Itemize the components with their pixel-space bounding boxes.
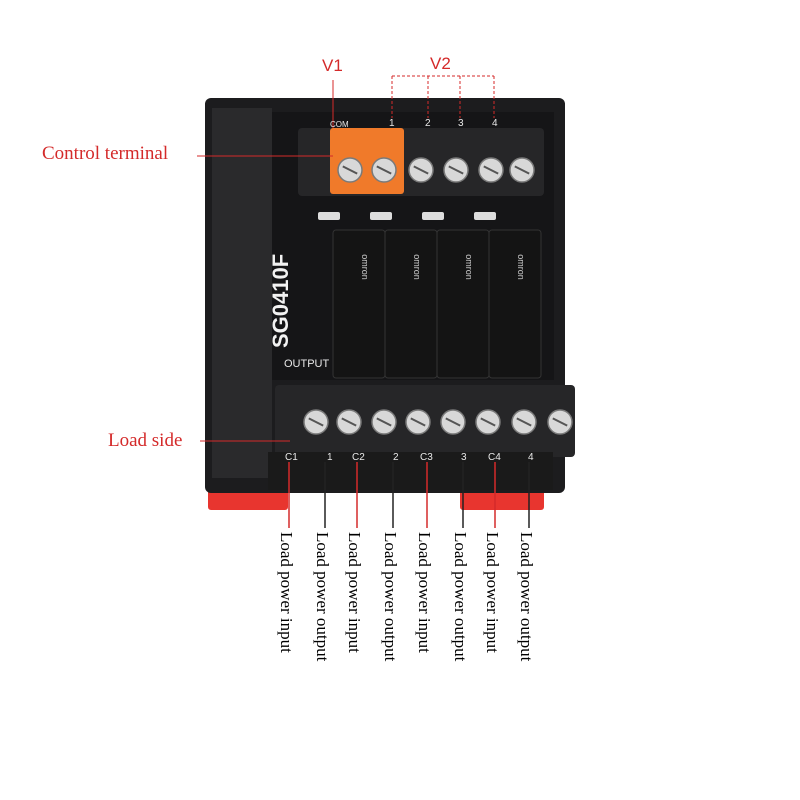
din-clip-right [460,488,544,510]
side-rail [212,108,272,478]
top-screw-5-slot [483,165,499,175]
terminal-c2-description: Load power input [345,532,364,653]
bottom-label-1: 1 [327,452,333,463]
relay-1 [332,229,386,379]
terminal-3-description: Load power output [451,532,470,662]
v1-label: V1 [322,56,343,75]
v1-callout-line [197,80,334,157]
bottom-screw-7-slot [516,417,532,427]
v2-callout-bracket [391,75,495,118]
terminal-4-description: Load power output [517,532,536,662]
top-screw-3-slot [413,165,429,175]
bottom-label-3: 3 [461,452,467,463]
relay-4-brand: omron [515,254,526,280]
relay-2-brand: omron [411,254,422,280]
top-screw-4-slot [448,165,464,175]
bottom-label-band [268,452,553,490]
top-label-1: 1 [389,118,395,129]
bottom-label-2: 2 [393,452,399,463]
terminal-c1-description: Load power input [277,532,296,653]
bottom-label-4: 4 [528,452,534,463]
bottom-screw-2-slot [341,417,357,427]
bottom-label-c2: C2 [352,452,365,463]
bottom-screws [303,409,573,435]
terminal-c3-description: Load power input [415,532,434,653]
relay-3-brand: omron [463,254,474,280]
top-screw-2-slot [376,165,392,175]
bottom-screw-6-slot [480,417,496,427]
bottom-label-c4: C4 [488,452,501,463]
led-indicators [318,212,496,220]
v2-label: V2 [430,54,451,73]
top-label-com: COM [330,120,349,129]
bottom-screw-4-slot [410,417,426,427]
bottom-label-c3: C3 [420,452,433,463]
top-screws [337,157,535,183]
top-label-2: 2 [425,118,431,129]
relay-4 [488,229,542,379]
top-screw-1-slot [342,165,358,175]
bottom-label-c1: C1 [285,452,298,463]
bottom-screw-5-slot [445,417,461,427]
terminal-c4-description: Load power input [483,532,502,653]
relay-2 [384,229,438,379]
bottom-screw-3-slot [376,417,392,427]
bottom-screw-1-slot [308,417,324,427]
terminal-1-description: Load power output [313,532,332,662]
relay-3 [436,229,490,379]
terminal-leader-lines [288,462,530,528]
output-label: OUTPUT [284,358,330,370]
control-terminal-label: Control terminal [42,143,169,164]
load-side-label: Load side [108,430,183,451]
top-label-4: 4 [492,118,498,129]
top-screw-6-slot [514,165,530,175]
relay-1-brand: omron [359,254,370,280]
terminal-2-description: Load power output [381,532,400,662]
top-label-3: 3 [458,118,464,129]
bottom-screw-8-slot [552,417,568,427]
model-label: SG0410F [268,253,293,348]
